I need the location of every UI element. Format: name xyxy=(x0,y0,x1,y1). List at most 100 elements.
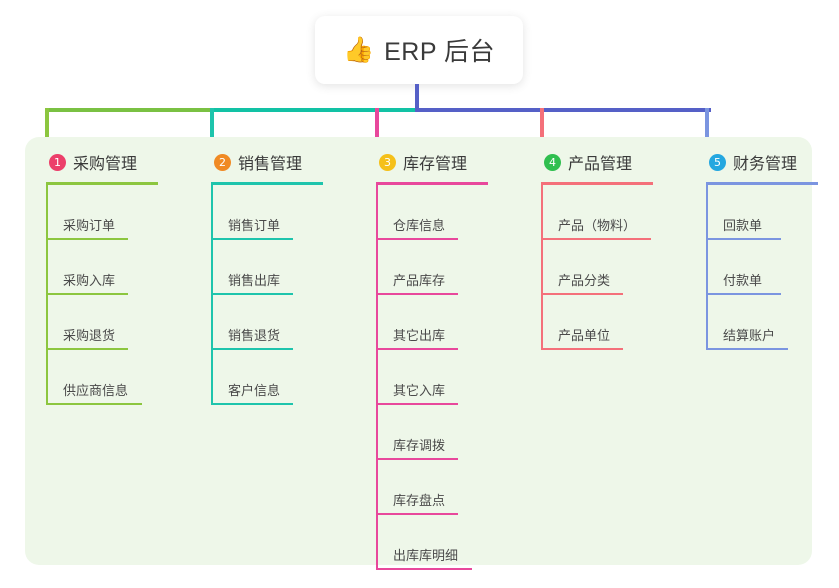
branch-item[interactable]: 采购入库 xyxy=(33,240,198,295)
root-node-label: ERP 后台 xyxy=(384,38,496,66)
branch-item-label: 产品（物料） xyxy=(558,218,637,233)
branch-item[interactable]: 产品单位 xyxy=(528,295,693,350)
branch-item[interactable]: 结算账户 xyxy=(693,295,839,350)
branch-item-label: 出库库明细 xyxy=(393,548,459,563)
branch-item[interactable]: 采购订单 xyxy=(33,185,198,240)
branches-panel xyxy=(25,137,812,565)
branch-item-label: 客户信息 xyxy=(228,383,281,398)
branch-item-list: 仓库信息产品库存其它出库其它入库库存调拨库存盘点出库库明细 xyxy=(363,185,528,570)
branch-item-underline xyxy=(541,238,651,240)
branch-item-label: 供应商信息 xyxy=(63,383,129,398)
branch-item-label: 采购订单 xyxy=(63,218,116,233)
branch-item-list: 产品（物料） 产品分类产品单位 xyxy=(528,185,693,350)
branch-number-badge: 1 xyxy=(49,153,66,171)
branch-item-underline xyxy=(376,293,458,295)
branch-item-underline xyxy=(211,348,293,350)
branch-item[interactable]: 其它入库 xyxy=(363,350,528,405)
branch-item[interactable]: 库存盘点 xyxy=(363,460,528,515)
thumbs-up-icon: 👍 xyxy=(342,35,375,64)
branch-item-label: 销售订单 xyxy=(228,218,281,233)
branch-item-underline xyxy=(541,348,623,350)
branch-item[interactable]: 销售出库 xyxy=(198,240,363,295)
branch-item[interactable]: 其它出库 xyxy=(363,295,528,350)
branch-item-underline xyxy=(376,513,458,515)
branch-number-badge: 3 xyxy=(379,153,396,171)
branch-item-underline xyxy=(541,293,623,295)
connector-drop-5 xyxy=(705,108,709,159)
branch-item-label: 回款单 xyxy=(723,218,763,233)
branch-item-label: 销售退货 xyxy=(228,328,281,343)
branch-item[interactable]: 库存调拨 xyxy=(363,405,528,460)
branch-item[interactable]: 付款单 xyxy=(693,240,839,295)
branch-item-underline xyxy=(46,293,128,295)
branch-item-label: 产品单位 xyxy=(558,328,611,343)
branch-header-underline xyxy=(376,182,488,185)
branch-header-5[interactable]: 5 财务管理 xyxy=(693,147,839,177)
branch-header-underline xyxy=(46,182,158,185)
branch-item[interactable]: 产品（物料） xyxy=(528,185,693,240)
branch-item[interactable]: 供应商信息 xyxy=(33,350,198,405)
branch-item-underline xyxy=(211,293,293,295)
branch-item-label: 结算账户 xyxy=(723,328,776,343)
branch-item[interactable]: 产品库存 xyxy=(363,240,528,295)
branch-spine xyxy=(541,185,543,350)
branch-title: 销售管理 xyxy=(238,156,303,173)
connector-drop-2 xyxy=(210,108,214,159)
branch-item-label: 库存盘点 xyxy=(393,493,446,508)
branch-item-label: 其它入库 xyxy=(393,383,446,398)
branch-item-underline xyxy=(46,403,142,405)
branch-item-underline xyxy=(46,238,128,240)
branch-item-label: 其它出库 xyxy=(393,328,446,343)
branch-item-list: 销售订单销售出库销售退货客户信息 xyxy=(198,185,363,405)
branch-spine xyxy=(46,185,48,405)
branch-item[interactable]: 产品分类 xyxy=(528,240,693,295)
branch-item[interactable]: 仓库信息 xyxy=(363,185,528,240)
branch-number-badge: 5 xyxy=(709,153,726,171)
branch-item-label: 产品分类 xyxy=(558,273,611,288)
branch-item-underline xyxy=(706,238,781,240)
branch-spine xyxy=(376,185,378,570)
branch-item-label: 仓库信息 xyxy=(393,218,446,233)
branch-column-3: 3 库存管理仓库信息产品库存其它出库其它入库库存调拨库存盘点出库库明细 xyxy=(363,147,528,570)
branch-item-underline xyxy=(211,238,293,240)
branch-item-underline xyxy=(376,458,458,460)
connector-drop-4 xyxy=(540,108,544,159)
branch-item[interactable]: 销售订单 xyxy=(198,185,363,240)
branch-column-5: 5 财务管理回款单付款单结算账户 xyxy=(693,147,839,350)
branch-title: 产品管理 xyxy=(568,156,633,173)
branch-item[interactable]: 回款单 xyxy=(693,185,839,240)
branch-item-label: 产品库存 xyxy=(393,273,446,288)
branch-item[interactable]: 出库库明细 xyxy=(363,515,528,570)
branch-header-underline xyxy=(706,182,818,185)
branch-item-label: 库存调拨 xyxy=(393,438,446,453)
branch-item[interactable]: 采购退货 xyxy=(33,295,198,350)
branch-column-1: 1 采购管理采购订单采购入库采购退货供应商信息 xyxy=(33,147,198,405)
branch-header-underline xyxy=(541,182,653,185)
connector-drop-3 xyxy=(375,108,379,159)
branch-item[interactable]: 客户信息 xyxy=(198,350,363,405)
root-node-erp-backend[interactable]: 👍 ERP 后台 xyxy=(315,16,523,84)
branch-spine xyxy=(706,185,708,350)
branch-title: 采购管理 xyxy=(73,156,138,173)
branch-item-underline xyxy=(706,348,788,350)
branch-item-label: 采购退货 xyxy=(63,328,116,343)
branch-item-underline xyxy=(376,403,458,405)
branch-title: 库存管理 xyxy=(403,156,468,173)
branch-item[interactable]: 销售退货 xyxy=(198,295,363,350)
branch-item-underline xyxy=(376,238,458,240)
connector-bar-blue xyxy=(415,108,711,112)
branch-item-list: 回款单付款单结算账户 xyxy=(693,185,839,350)
connector-drop-1 xyxy=(45,108,49,159)
branch-header-underline xyxy=(211,182,323,185)
connector-bar-green xyxy=(47,108,212,112)
branch-header-3[interactable]: 3 库存管理 xyxy=(363,147,528,177)
branch-item-underline xyxy=(706,293,781,295)
branch-item-label: 付款单 xyxy=(723,273,763,288)
branch-title: 财务管理 xyxy=(733,156,798,173)
branch-item-label: 采购入库 xyxy=(63,273,116,288)
branch-header-1[interactable]: 1 采购管理 xyxy=(33,147,198,177)
